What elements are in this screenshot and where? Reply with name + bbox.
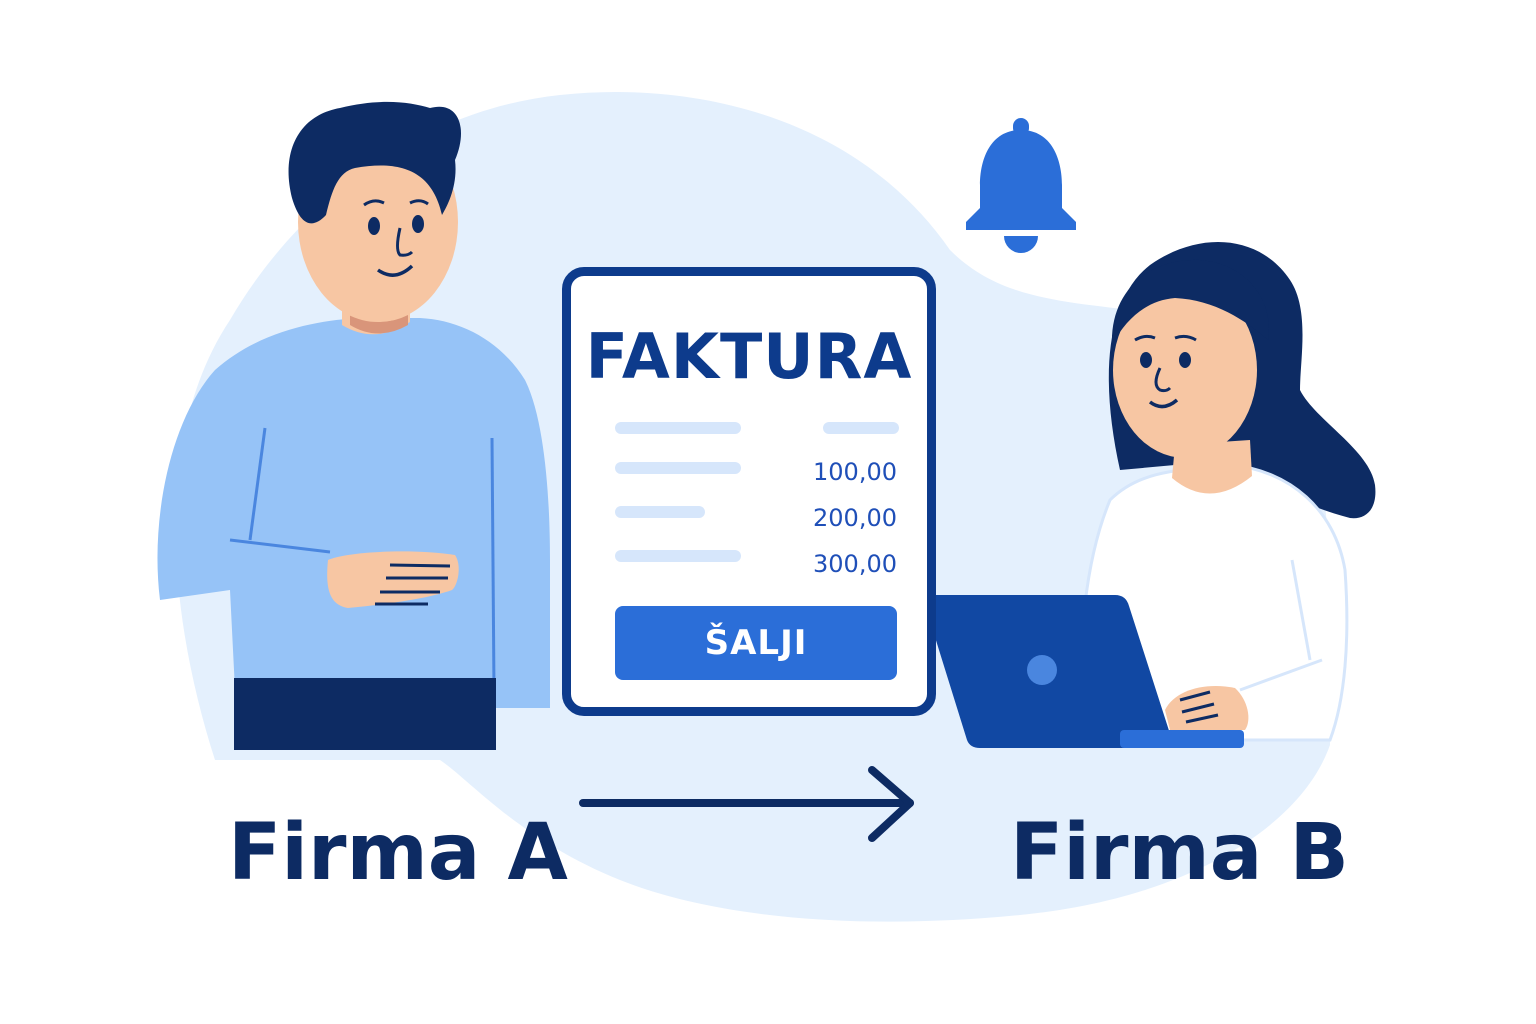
bell-icon [966,118,1076,253]
receiver-label: Firma B [1010,808,1350,898]
invoice-card: FAKTURA 100,00 200,00 300,00 ŠALJI [562,267,936,716]
arrow-right-icon [579,766,914,842]
invoice-amount: 200,00 [813,504,897,532]
invoice-title: FAKTURA [585,320,913,393]
man-sweater [157,318,550,708]
woman-hair-front [1111,259,1270,345]
man-hair [288,101,462,224]
send-button[interactable]: ŠALJI [615,606,897,680]
invoice-line-bar [615,506,705,518]
invoice-line-bar [615,422,741,434]
invoice-line-bar [823,422,899,434]
woman-head [1113,282,1257,458]
invoice-amount: 100,00 [813,458,897,486]
invoice-line-bar [615,462,741,474]
invoice-amount: 300,00 [813,550,897,578]
laptop-logo [1027,655,1057,685]
invoice-line-bar [615,550,741,562]
laptop [924,595,1244,748]
sender-label: Firma A [228,808,568,898]
man-figure [157,101,550,750]
man-pants [234,678,496,750]
laptop-base [1120,730,1244,748]
